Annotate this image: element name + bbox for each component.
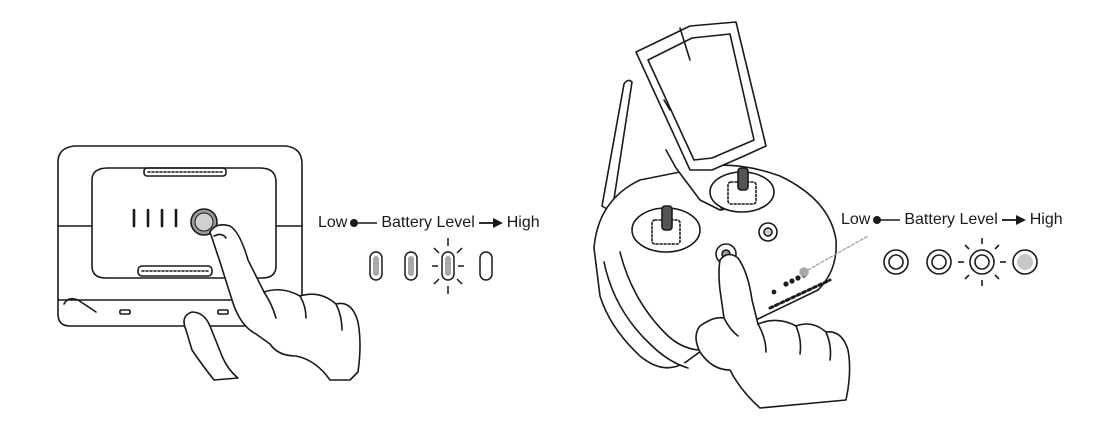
led-4-icon xyxy=(479,251,493,281)
legend-middle-label: Battery Level xyxy=(904,211,998,228)
right-battery-legend: Low Battery Level High xyxy=(841,211,1063,229)
led-2-icon xyxy=(926,249,952,275)
hand-icon xyxy=(695,253,851,409)
left-battery-legend: Low Battery Level High xyxy=(318,214,540,232)
legend-middle-label: Battery Level xyxy=(381,214,475,231)
led-1-icon xyxy=(883,249,909,275)
control-stick-right-icon xyxy=(709,167,775,213)
low-dot-line-icon xyxy=(873,216,901,224)
led-1-icon xyxy=(369,251,383,281)
low-dot-line-icon xyxy=(350,219,378,227)
legend-high-label: High xyxy=(1029,211,1063,228)
hand-icon xyxy=(183,224,361,381)
legend-low-label: Low xyxy=(318,214,348,231)
arrow-right-icon xyxy=(478,218,503,228)
control-stick-left-icon xyxy=(631,205,701,253)
antenna-icon xyxy=(601,79,633,213)
led-2-icon xyxy=(404,251,418,281)
arrow-right-icon xyxy=(1001,215,1026,225)
legend-high-label: High xyxy=(506,214,540,231)
power-button-icon xyxy=(190,208,218,236)
led-3-blinking-icon xyxy=(958,238,1006,286)
led-3-blinking-icon xyxy=(432,238,464,294)
legend-low-label: Low xyxy=(841,211,871,228)
led-4-icon xyxy=(1012,249,1038,275)
